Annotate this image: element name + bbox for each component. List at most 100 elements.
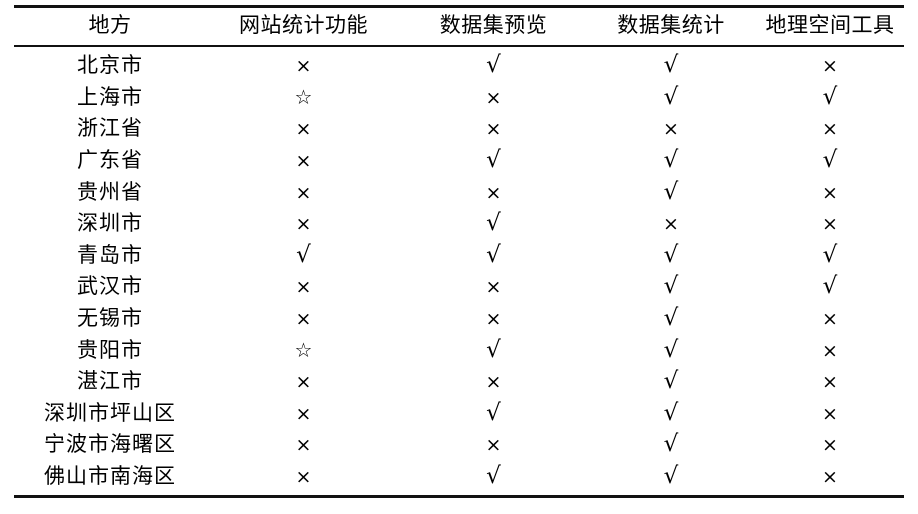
capability-cell-preview: × [401,303,586,335]
capability-mark-icon: √ [663,83,679,110]
capability-mark-icon: √ [486,210,501,237]
capability-cell-preview: √ [401,208,586,240]
table-row: 无锡市 × × √ × [14,303,904,335]
capability-mark-icon: √ [486,52,501,79]
place-name-cell: 浙江省 [77,116,143,141]
capability-cell-dsstat: √ [586,177,756,209]
capability-mark-icon: × [295,118,312,141]
capability-mark-icon: × [485,434,502,457]
table-row: 湛江市××√× [14,366,904,398]
capability-cell-geotool: × [756,113,904,145]
table-row: 深圳市坪山区×√√× [14,398,904,430]
table-row: 青岛市 √ √ √ √ [14,240,904,272]
capability-cell-geotool: × [756,461,904,495]
table-container: 地方 网站统计功能 数据集预览 数据集统计 地理空间工具 北京市×√√×上海市☆… [0,5,918,514]
capability-mark-icon: √ [663,368,679,395]
capability-cell-webstat: × [206,113,401,145]
capability-cell-geotool: √ [756,145,904,177]
table-header-row: 地方 网站统计功能 数据集预览 数据集统计 地理空间工具 [14,6,904,47]
place-name-cell: 贵阳市 [77,337,143,362]
capability-mark-icon: × [822,307,838,330]
place-name-cell: 青岛市 [77,242,143,267]
capability-mark-icon: ☆ [294,337,313,362]
capability-cell-dsstat: √ [586,240,756,272]
capability-mark-icon: √ [663,336,679,363]
capability-mark-icon: × [485,371,502,394]
capability-cell-dsstat: √ [586,271,756,303]
capability-cell-geotool: √ [756,271,904,303]
capability-cell-dsstat: √ [586,461,756,495]
capability-cell-webstat: × [206,303,401,335]
capability-cell-preview: √ [401,398,586,430]
capability-cell-dsstat: √ [586,46,756,82]
capability-mark-icon: × [295,402,312,425]
capability-cell-webstat: × [206,366,401,398]
capability-mark-icon: × [822,371,838,394]
capability-mark-icon: √ [663,304,679,331]
capability-cell-geotool: √ [756,82,904,114]
capability-mark-icon: √ [663,273,679,300]
table-row: 北京市×√√× [14,46,904,82]
capability-mark-icon: × [663,213,679,236]
capability-mark-icon: × [295,307,312,330]
capability-mark-icon: √ [663,399,679,426]
table-row: 宁波市海曙区××√× [14,429,904,461]
table-row: 浙江省 × × × × [14,113,904,145]
table-bottom-rule [14,494,904,498]
capability-mark-icon: ☆ [294,84,313,109]
place-name-cell: 贵州省 [77,179,143,204]
place-name-cell: 佛山市南海区 [44,464,176,489]
capability-cell-webstat: × [206,271,401,303]
table-body: 北京市×√√×上海市☆×√√浙江省××××广东省×√√√贵州省××√×深圳市×√… [14,46,904,495]
table-row: 贵阳市 ☆ √ √ × [14,335,904,367]
table-row: 武汉市××√√ [14,271,904,303]
capability-cell-preview: × [401,113,586,145]
capability-mark-icon: √ [663,431,679,458]
capability-mark-icon: √ [822,83,838,110]
capability-mark-icon: × [485,307,502,330]
capability-mark-icon: × [822,339,838,362]
capability-mark-icon: × [295,371,312,394]
capability-mark-icon: √ [663,241,679,268]
capability-mark-icon: × [822,181,838,204]
capability-cell-geotool: × [756,177,904,209]
capability-mark-icon: √ [486,241,501,268]
capability-cell-geotool: × [756,429,904,461]
capability-cell-dsstat: √ [586,366,756,398]
table-row: 佛山市南海区×√√× [14,461,904,495]
capability-cell-dsstat: √ [586,429,756,461]
table-row: 广东省×√√√ [14,145,904,177]
column-header-dsstat: 数据集统计 [617,13,725,37]
capability-mark-icon: × [663,118,679,141]
capability-mark-icon: √ [486,336,501,363]
capability-cell-geotool: × [756,303,904,335]
capability-cell-preview: × [401,177,586,209]
place-name-cell: 北京市 [77,53,143,78]
capability-cell-dsstat: √ [586,335,756,367]
capability-cell-webstat: ☆ [206,82,401,114]
capability-cell-webstat: × [206,145,401,177]
capability-cell-preview: √ [401,461,586,495]
place-name-cell: 广东省 [77,147,143,172]
capability-mark-icon: √ [822,273,838,300]
table-row: 上海市 ☆ × √ √ [14,82,904,114]
capability-cell-preview: √ [401,46,586,82]
capability-cell-preview: √ [401,145,586,177]
capability-cell-preview: × [401,429,586,461]
capability-mark-icon: √ [296,241,311,268]
place-name-cell: 无锡市 [77,305,143,330]
capability-cell-dsstat: × [586,113,756,145]
capability-mark-icon: √ [486,399,501,426]
capability-cell-webstat: × [206,208,401,240]
place-name-cell: 深圳市坪山区 [44,400,176,425]
capability-mark-icon: × [485,86,502,109]
capability-cell-geotool: √ [756,240,904,272]
capability-mark-icon: × [822,55,838,78]
column-header-preview: 数据集预览 [439,13,548,37]
capability-cell-webstat: × [206,429,401,461]
capability-cell-preview: × [401,82,586,114]
place-name-cell: 上海市 [77,84,143,109]
capability-cell-dsstat: √ [586,145,756,177]
capability-cell-preview: √ [401,240,586,272]
capability-comparison-table: 地方 网站统计功能 数据集预览 数据集统计 地理空间工具 北京市×√√×上海市☆… [14,5,904,495]
